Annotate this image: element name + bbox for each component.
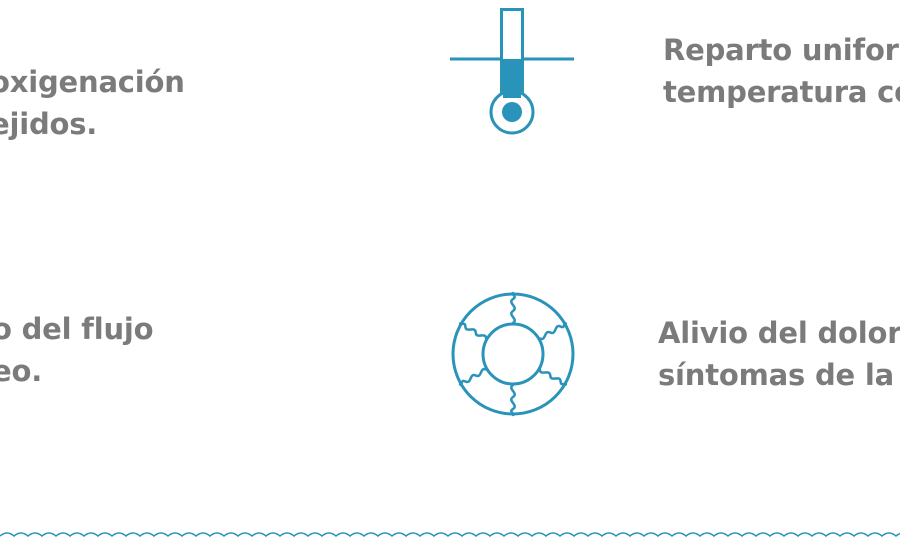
ring-spoke-4 [510, 383, 516, 417]
benefit-bloodflow-line-2: eo. [0, 354, 43, 388]
relaxation-ring-icon [451, 291, 575, 417]
benefit-oxygenation-line-1: oxigenación [0, 65, 185, 99]
wave-divider [0, 532, 900, 537]
thermometer-icon [450, 8, 574, 135]
benefit-bloodflow-text: o del flujo eo. [0, 308, 154, 392]
ring-spoke-6 [458, 322, 488, 340]
benefit-oxygenation-line-2: ejidos. [0, 107, 98, 141]
benefit-pain-relief-line-1: Alivio del dolor [658, 316, 900, 350]
benefit-bloodflow-line-1: o del flujo [0, 312, 154, 346]
ring-spoke-1 [510, 291, 516, 325]
ring-spoke-2 [538, 321, 568, 341]
ring-spoke-5 [458, 367, 488, 387]
benefit-pain-relief-line-2: síntomas de la a [658, 358, 900, 392]
benefit-temperature-line-1: Reparto uniform [663, 33, 900, 67]
ring-spoke-3 [538, 368, 568, 386]
benefit-oxygenation-text: oxigenación ejidos. [0, 61, 185, 145]
benefit-temperature-line-2: temperatura cor [663, 75, 900, 109]
benefit-temperature-text: Reparto uniform temperatura cor [663, 29, 900, 113]
benefit-pain-relief-text: Alivio del dolor síntomas de la a [658, 312, 900, 396]
